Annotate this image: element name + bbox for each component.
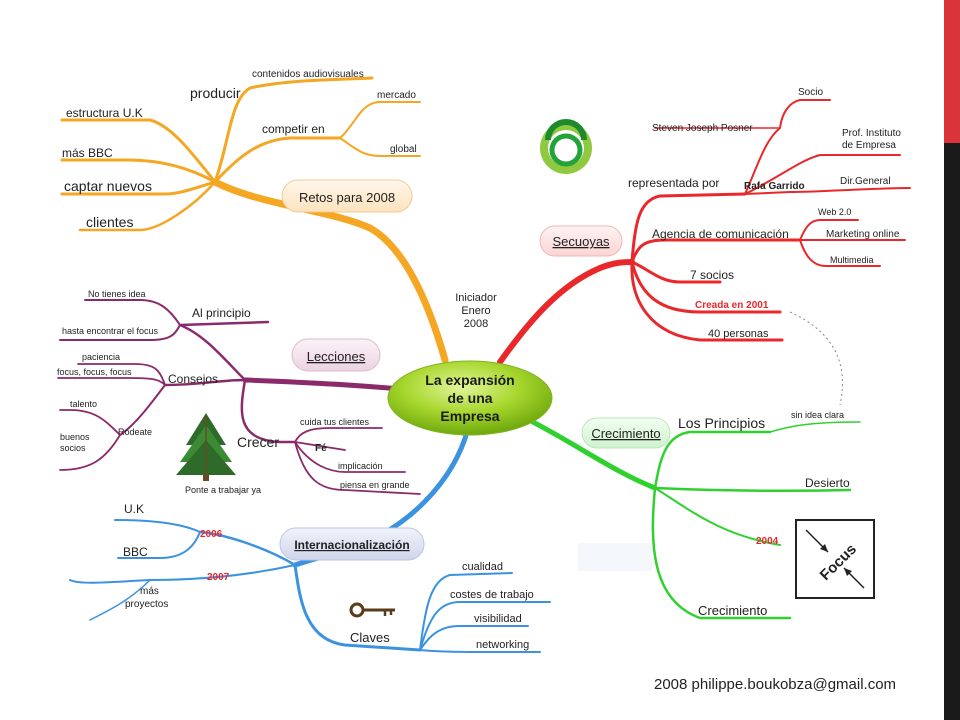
label-al-principio: Al principio (192, 306, 251, 320)
label-uk: U.K (124, 502, 144, 516)
tree-icon (176, 413, 236, 481)
label-cualidad: cualidad (462, 561, 503, 573)
key-icon (349, 602, 395, 618)
label-rodeate: Rodeate (118, 427, 152, 437)
initiator-note: Iniciador Enero 2008 (455, 292, 497, 330)
label-rafa: Rafa Garrido (744, 181, 805, 192)
label-talento: talento (70, 399, 97, 409)
label-no-tienes: No tienes idea (88, 289, 146, 299)
side-bar-dark (944, 0, 960, 720)
label-multimedia: Multimedia (830, 255, 874, 265)
secuoyas-title: Secuoyas (552, 234, 610, 249)
label-global: global (390, 144, 417, 155)
label-dir: Dir.General (840, 176, 891, 187)
node-secuoyas: Secuoyas (539, 225, 623, 257)
branch-retos (60, 76, 449, 364)
label-producir: producir (190, 85, 241, 101)
label-implicacion: implicación (338, 461, 383, 471)
label-paciencia: paciencia (82, 352, 120, 362)
label-buenos-1: buenos (60, 432, 90, 442)
label-2006: 2006 (200, 529, 223, 540)
label-clientes: clientes (86, 214, 133, 230)
label-agencia: Agencia de comunicación (652, 227, 789, 241)
side-bar-accent (944, 0, 960, 143)
label-socios: 7 socios (690, 268, 734, 282)
lecciones-title: Lecciones (307, 349, 366, 364)
node-retos: Retos para 2008 (281, 179, 413, 213)
label-representada: representada por (628, 176, 719, 190)
label-networking: networking (476, 639, 529, 651)
label-contenidos: contenidos audiovisuales (252, 69, 364, 80)
center-line-3: Empresa (440, 408, 499, 424)
label-creada: Creada en 2001 (695, 300, 769, 311)
initiator-line-3: 2008 (464, 318, 488, 330)
center-node: La expansión de una Empresa (387, 360, 553, 436)
branch-lecciones (57, 299, 421, 495)
node-crecimiento: Crecimiento (581, 417, 671, 449)
branch-secuoyas (497, 99, 911, 365)
label-buenos-2: socios (60, 443, 86, 453)
center-line-1: La expansión (425, 372, 514, 388)
credit-text: 2008 philippe.boukobza@gmail.com (654, 676, 897, 693)
label-crecer: Crecer (237, 434, 279, 450)
label-visibilidad: visibilidad (474, 613, 522, 625)
label-cuida: cuida tus clientes (300, 417, 370, 427)
initiator-line-2: Enero (461, 305, 490, 317)
label-mas-bbc: más BBC (62, 146, 113, 160)
node-internacionalizacion: Internacionalización (279, 527, 425, 561)
label-mas-2: proyectos (125, 599, 168, 610)
dotted-connector (789, 311, 844, 406)
label-competir: competir en (262, 122, 325, 136)
focus-arrows-icon: Focus (795, 519, 875, 599)
initiator-line-1: Iniciador (455, 292, 497, 304)
crecimiento-title: Crecimiento (591, 426, 660, 441)
label-claves: Claves (350, 630, 390, 645)
label-prof-2: de Empresa (842, 140, 896, 151)
label-2004: 2004 (756, 536, 779, 547)
label-consejos: Consejos (168, 372, 218, 386)
label-focus: focus, focus, focus (57, 367, 132, 377)
label-principios: Los Principios (678, 415, 765, 431)
label-bbc: BBC (123, 545, 148, 559)
label-personas: 40 personas (708, 328, 769, 340)
label-ponte: Ponte a trabajar ya (185, 485, 261, 495)
label-piensa: piensa en grande (340, 480, 410, 490)
ring-logo-icon (540, 119, 592, 174)
label-hasta: hasta encontrar el focus (62, 326, 159, 336)
label-marketing: Marketing online (826, 229, 900, 240)
label-2007: 2007 (207, 572, 230, 583)
label-socio: Socio (798, 87, 823, 98)
node-lecciones: Lecciones (291, 338, 381, 372)
label-captar: captar nuevos (64, 178, 152, 194)
label-mas-1: más (140, 586, 159, 597)
label-prof-1: Prof. Instituto (842, 128, 901, 139)
label-crecimiento-leaf: Crecimiento (698, 603, 767, 618)
label-costes: costes de trabajo (450, 589, 534, 601)
label-sin-idea: sin idea clara (791, 410, 844, 420)
branch-crecimiento (522, 415, 861, 620)
internacionalizacion-title: Internacionalización (294, 538, 409, 552)
center-line-2: de una (447, 390, 492, 406)
label-estructura: estructura U.K (66, 106, 143, 120)
label-desierto: Desierto (805, 476, 850, 490)
label-steven: Steven Joseph Posner (652, 123, 753, 134)
label-mercado: mercado (377, 90, 416, 101)
label-fe: Fé (315, 443, 327, 454)
label-web20: Web 2.0 (818, 207, 851, 217)
retos-title: Retos para 2008 (299, 190, 395, 205)
faint-patch (578, 543, 652, 571)
